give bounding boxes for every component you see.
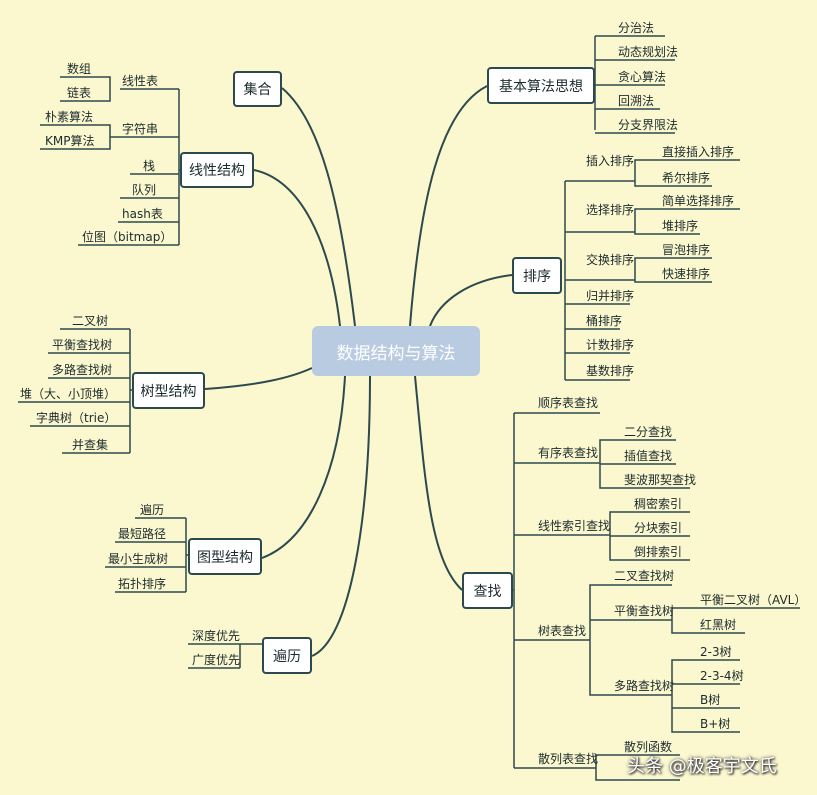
label-b-tree: B树 [700, 693, 721, 707]
label-topological-sort: 拓扑排序 [118, 577, 167, 591]
edge-center-search [414, 375, 463, 591]
label-binary-search: 二分查找 [624, 425, 673, 439]
watermark-text: 头条 @极客宇文氏 [627, 756, 777, 777]
label-insertion-sort: 插入排序 [586, 154, 635, 168]
label-mst: 最小生成树 [108, 552, 169, 566]
label-dfs: 深度优先 [192, 629, 241, 643]
label-block-index: 分块索引 [634, 521, 683, 535]
label-exchange-sort: 交换排序 [586, 253, 635, 267]
node-tree-structure[interactable]: 树型结构 [132, 372, 205, 409]
label-bubble-sort: 冒泡排序 [662, 243, 711, 257]
node-linear-structure[interactable]: 线性结构 [180, 152, 254, 188]
label-linked-list: 链表 [67, 86, 92, 100]
label-direct-insertion: 直接插入排序 [662, 145, 735, 159]
node-search[interactable]: 查找 [462, 572, 513, 609]
label-index-search: 线性索引查找 [538, 519, 611, 533]
edge-center-traverse [311, 375, 371, 657]
label-simple-selection: 简单选择排序 [662, 194, 735, 208]
label-divide-conquer: 分治法 [618, 21, 655, 35]
label-heap-sort: 堆排序 [662, 219, 699, 233]
label-counting-sort: 计数排序 [586, 338, 635, 352]
edge-center-graph [261, 375, 346, 559]
label-binary-search-tree: 二叉查找树 [614, 569, 675, 583]
label-hash-table: hash表 [122, 207, 163, 221]
label-graph-traversal: 遍历 [140, 503, 165, 517]
label-bitmap: 位图（bitmap） [82, 230, 173, 244]
label-string: 字符串 [122, 122, 159, 136]
label-shortest-path: 最短路径 [118, 527, 167, 541]
label-heap: 堆（大、小顶堆） [20, 387, 117, 401]
label-tree-table-search: 树表查找 [538, 624, 587, 638]
label-radix-sort: 基数排序 [586, 364, 635, 378]
label-branch-bound: 分支界限法 [618, 118, 679, 132]
node-basic-algorithms[interactable]: 基本算法思想 [487, 67, 595, 104]
edge-center-algo [409, 85, 488, 327]
edge-center-sort [429, 274, 513, 327]
center-node[interactable]: 数据结构与算法 [312, 326, 480, 376]
label-hash-function: 散列函数 [624, 740, 673, 754]
label-backtracking: 回溯法 [618, 94, 655, 108]
label-hash-search: 散列表查找 [538, 752, 599, 766]
label-dynamic-programming: 动态规划法 [618, 45, 679, 59]
node-jihe[interactable]: 集合 [233, 71, 282, 107]
label-selection-sort: 选择排序 [586, 203, 635, 217]
label-bplus-tree: B+树 [700, 717, 731, 731]
label-array: 数组 [67, 62, 92, 76]
label-trie: 字典树（trie） [36, 411, 117, 425]
label-red-black: 红黑树 [700, 618, 737, 632]
label-multiway-tree: 多路查找树 [614, 679, 675, 693]
label-2-3-4-tree: 2-3-4树 [700, 669, 744, 683]
node-graph-structure[interactable]: 图型结构 [188, 538, 262, 575]
label-linear-list: 线性表 [122, 74, 159, 88]
edge-center-linear [253, 169, 341, 327]
label-union-find: 并查集 [72, 438, 109, 452]
label-2-3-tree: 2-3树 [700, 645, 732, 659]
label-balanced-search-tree: 平衡查找树 [52, 338, 113, 352]
label-avl: 平衡二叉树（AVL） [700, 593, 807, 607]
label-inverted-index: 倒排索引 [634, 545, 683, 559]
edge-center-tree [204, 367, 313, 390]
label-dense-index: 稠密索引 [634, 497, 683, 511]
label-bfs: 广度优先 [192, 653, 241, 667]
label-shell-sort: 希尔排序 [662, 171, 711, 185]
label-greedy: 贪心算法 [618, 70, 667, 84]
label-quick-sort: 快速排序 [662, 267, 711, 281]
label-merge-sort: 归并排序 [586, 289, 635, 303]
label-stack: 栈 [143, 159, 156, 173]
label-multiway-search-tree: 多路查找树 [52, 363, 113, 377]
label-fibonacci-search: 斐波那契查找 [624, 473, 697, 487]
label-sequential-search: 顺序表查找 [538, 396, 599, 410]
label-bucket-sort: 桶排序 [586, 314, 623, 328]
node-traversal[interactable]: 遍历 [262, 637, 312, 674]
node-sorting[interactable]: 排序 [512, 257, 562, 294]
label-queue: 队列 [132, 183, 157, 197]
label-interpolation-search: 插值查找 [624, 449, 673, 463]
label-kmp: KMP算法 [45, 134, 95, 148]
label-naive-algorithm: 朴素算法 [45, 110, 94, 124]
label-binary-tree: 二叉树 [72, 314, 109, 328]
label-balanced-tree: 平衡查找树 [614, 604, 675, 618]
edge-center-jihe [281, 87, 356, 327]
label-ordered-search: 有序表查找 [538, 446, 599, 460]
